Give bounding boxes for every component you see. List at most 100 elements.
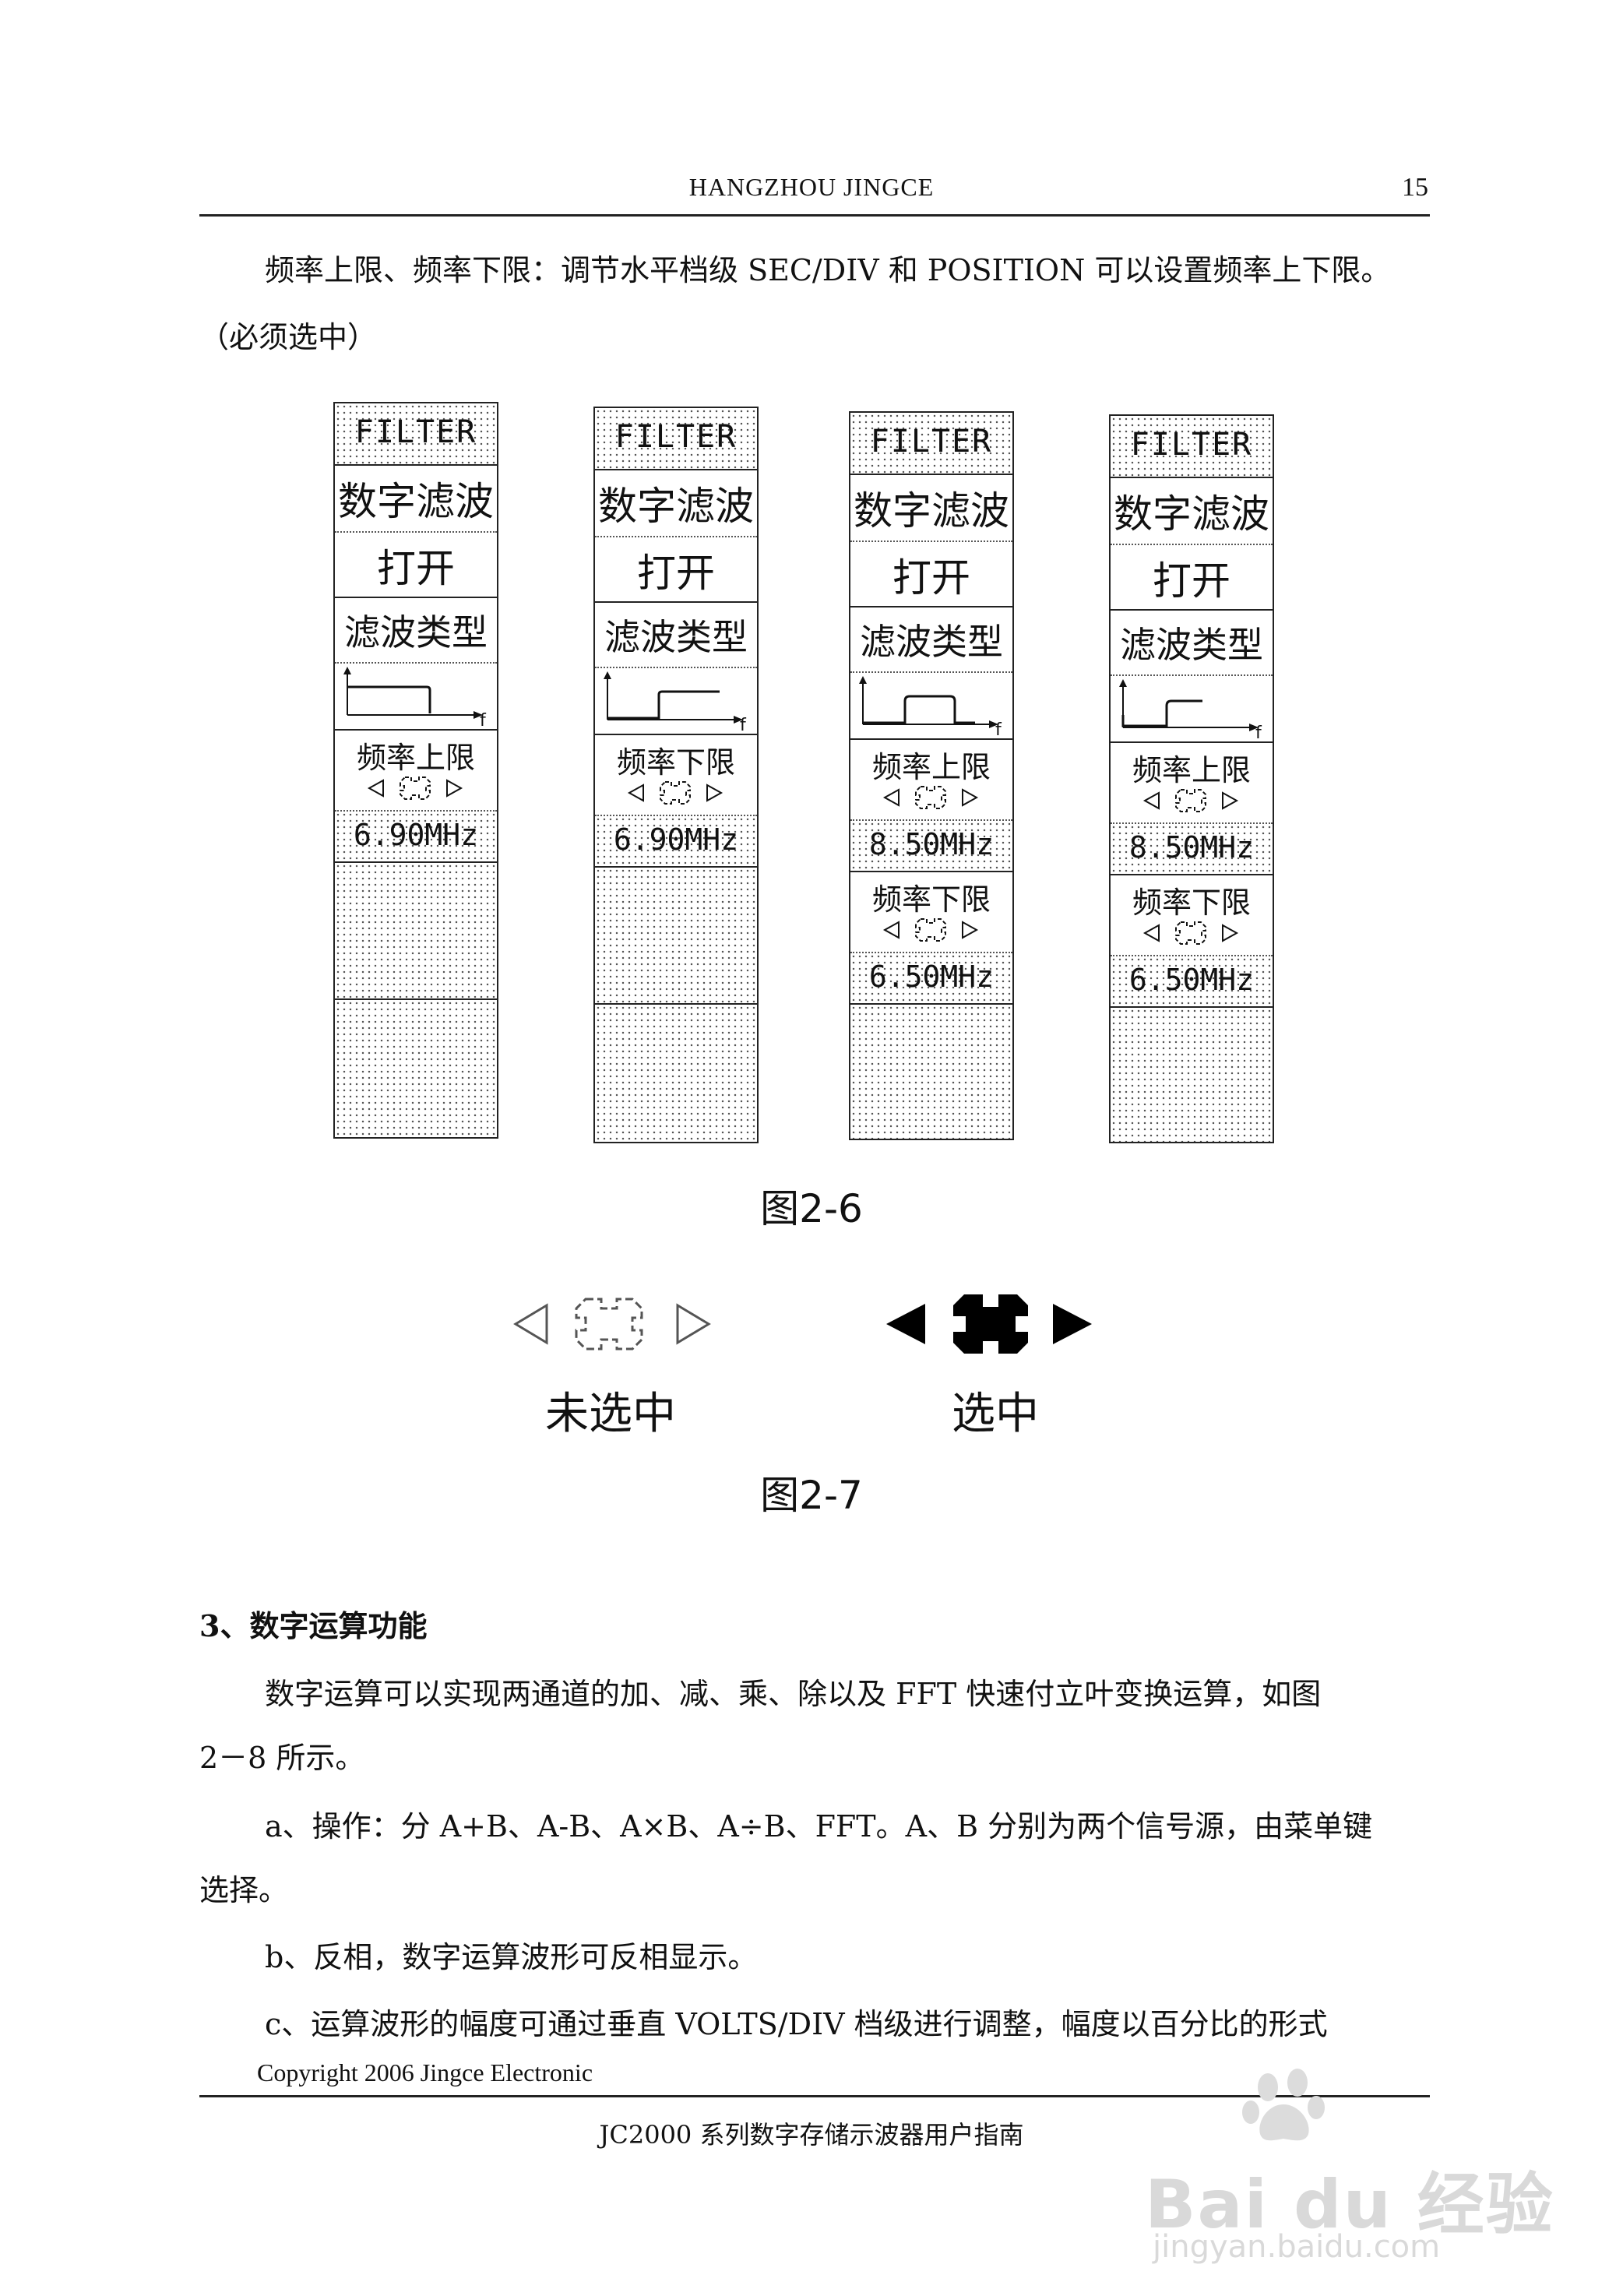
- filter-type-cell: 滤波类型 f: [850, 607, 1012, 740]
- divider: [1111, 822, 1273, 824]
- menu-title-cell: FILTER: [335, 403, 497, 466]
- adjust-knob-icon: [882, 786, 979, 809]
- lowpass-response-icon: f: [343, 667, 487, 727]
- adjust-knob-icon: [882, 918, 979, 942]
- divider: [850, 819, 1012, 821]
- unselected-right-arrow-icon: [676, 1303, 711, 1345]
- figure-2-6-caption: 图2-6: [760, 1186, 863, 1231]
- digital-filter-cell: 数字滤波打开: [1111, 478, 1273, 611]
- divider: [335, 662, 497, 664]
- divider: [595, 815, 757, 816]
- filter-type-cell: 滤波类型 f: [335, 598, 497, 731]
- section-p4: c、运算波形的幅度可通过垂直 VOLTS/DIV 档级进行调整，幅度以百分比的形…: [265, 2007, 1328, 2041]
- watermark-url: jingyan.baidu.com: [1153, 2229, 1441, 2265]
- digital-filter-cell: 数字滤波打开: [335, 466, 497, 598]
- digital-filter-cell: 数字滤波打开: [595, 470, 757, 603]
- menu-title: FILTER: [354, 414, 477, 450]
- section-heading: 3、数字运算功能: [199, 1608, 428, 1643]
- divider: [1111, 674, 1273, 676]
- frequency-limit-label: 频率上限: [871, 750, 991, 784]
- divider: [1111, 544, 1273, 545]
- empty-soft-key-cell: [595, 1005, 757, 1142]
- footer-title: JC2000 系列数字存储示波器用户指南: [599, 2120, 1024, 2150]
- divider: [335, 810, 497, 812]
- menu-title: FILTER: [870, 424, 993, 460]
- section-p2-line-2: 选择。: [199, 1873, 289, 1907]
- menu-title-cell: FILTER: [595, 408, 757, 470]
- section-p1-line-2: 2－8 所示。: [199, 1741, 365, 1775]
- frequency-limit-value: 8.50MHz: [1128, 830, 1255, 865]
- adjust-knob-icon: [627, 781, 723, 805]
- watermark-brand: Bai du 经验: [1145, 2166, 1554, 2244]
- svg-text:f: f: [740, 716, 747, 732]
- frequency-limit-cell: 频率下限 6.50MHz: [1111, 875, 1273, 1008]
- filter-type-label: 滤波类型: [344, 611, 488, 653]
- digital-filter-label: 数字滤波: [854, 488, 1009, 534]
- value-background: [850, 821, 1012, 872]
- header-rule: [199, 214, 1430, 217]
- frequency-limit-label: 频率上限: [356, 741, 475, 775]
- unselected-label: 未选中: [545, 1389, 676, 1439]
- svg-text:f: f: [995, 720, 1002, 737]
- divider: [595, 536, 757, 537]
- frequency-limit-label: 频率下限: [1132, 886, 1251, 920]
- frequency-limit-cell: 频率下限 6.90MHz: [595, 735, 757, 868]
- empty-soft-key-cell: [335, 863, 497, 1000]
- frequency-limit-value: 8.50MHz: [868, 827, 995, 861]
- value-background: [595, 816, 757, 868]
- figure-2-7-caption: 图2-7: [760, 1473, 863, 1518]
- svg-text:f: f: [1255, 724, 1262, 740]
- menu-title: FILTER: [614, 419, 738, 455]
- baidu-paw-logo-icon: [1242, 2069, 1325, 2141]
- selected-right-arrow-icon: [1053, 1304, 1092, 1344]
- digital-filter-label: 数字滤波: [598, 484, 754, 529]
- filter-state-value: 打开: [377, 546, 455, 591]
- value-background: [850, 953, 1012, 1005]
- value-background: [335, 812, 497, 863]
- divider: [1111, 955, 1273, 956]
- section-p3: b、反相，数字运算波形可反相显示。: [265, 1940, 758, 1974]
- bandstop-response-icon: f: [1119, 679, 1262, 740]
- divider: [850, 952, 1012, 953]
- page-number: 15: [1402, 173, 1428, 202]
- frequency-limit-value: 6.50MHz: [868, 960, 995, 994]
- divider: [850, 671, 1012, 673]
- unselected-left-arrow-icon: [513, 1303, 548, 1345]
- intro-line-1: 频率上限、频率下限：调节水平档级 SEC/DIV 和 POSITION 可以设置…: [265, 253, 1391, 287]
- empty-soft-key-cell: [335, 1000, 497, 1137]
- empty-soft-key-cell: [595, 868, 757, 1005]
- filter-state-value: 打开: [1153, 558, 1230, 604]
- value-background: [1111, 824, 1273, 875]
- section-p2-line-1: a、操作：分 A+B、A-B、A×B、A÷B、FFT。A、B 分别为两个信号源，…: [265, 1809, 1373, 1843]
- filter-menu-panel: FILTER 数字滤波打开滤波类型 f 频率上限 6.90MHz: [333, 402, 498, 1139]
- footer-copyright: Copyright 2006 Jingce Electronic: [257, 2058, 593, 2086]
- section-p1-line-1: 数字运算可以实现两通道的加、减、乘、除以及 FFT 快速付立叶变换运算，如图: [265, 1677, 1322, 1711]
- digital-filter-label: 数字滤波: [338, 479, 494, 524]
- frequency-limit-cell: 频率上限 6.90MHz: [335, 731, 497, 863]
- divider: [335, 531, 497, 533]
- svg-text:f: f: [480, 711, 487, 727]
- selected-label: 选中: [952, 1389, 1039, 1439]
- frequency-limit-value: 6.90MHz: [613, 822, 739, 857]
- filter-type-label: 滤波类型: [860, 621, 1003, 663]
- menu-title-cell: FILTER: [850, 413, 1012, 475]
- highpass-response-icon: f: [604, 671, 747, 732]
- filter-state-value: 打开: [892, 555, 970, 600]
- adjust-knob-icon: [1142, 921, 1239, 945]
- frequency-limit-label: 频率上限: [1132, 753, 1251, 787]
- value-background: [1111, 956, 1273, 1008]
- divider: [595, 667, 757, 668]
- frequency-limit-cell: 频率上限 8.50MHz: [850, 740, 1012, 872]
- frequency-limit-label: 频率下限: [616, 745, 735, 780]
- frequency-limit-value: 6.90MHz: [353, 818, 479, 852]
- digital-filter-cell: 数字滤波打开: [850, 475, 1012, 607]
- selected-knob-icon: [953, 1294, 1028, 1354]
- frequency-limit-value: 6.50MHz: [1128, 963, 1255, 997]
- menu-title-cell: FILTER: [1111, 416, 1273, 478]
- running-header: HANGZHOU JINGCE: [688, 173, 935, 201]
- intro-line-2: （必须选中）: [199, 320, 378, 354]
- selected-left-arrow-icon: [886, 1304, 925, 1344]
